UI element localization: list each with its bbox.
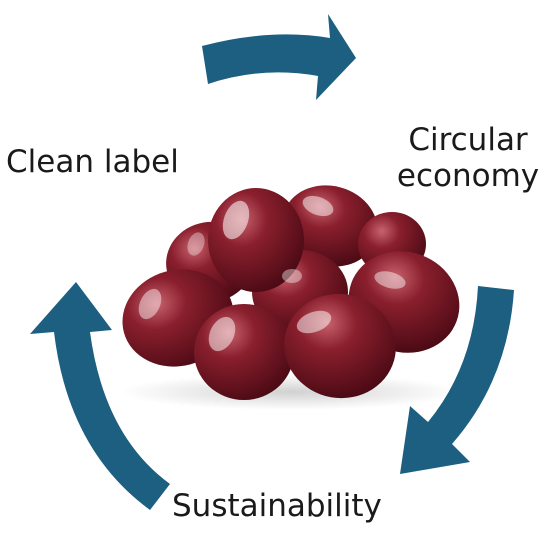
olive-highlight — [296, 310, 332, 334]
olive-shadow — [120, 374, 460, 410]
olive-highlight — [374, 271, 406, 289]
left-cycle-arrow-icon — [30, 282, 170, 510]
sustainability-text: Sustainability — [172, 488, 382, 524]
olive-highlight — [282, 269, 302, 283]
circular-economy-line-2: economy — [396, 158, 540, 194]
olive-highlight — [187, 232, 205, 256]
olive-highlight — [208, 316, 236, 352]
olive-highlight — [138, 288, 162, 320]
clean-label-text: Clean label — [6, 144, 179, 180]
olive — [194, 304, 294, 400]
circular-economy-text: Circular economy — [388, 122, 548, 194]
circular-economy-line-1: Circular — [408, 122, 528, 158]
top-cycle-arrow-icon — [202, 14, 356, 100]
olive-highlight — [302, 195, 334, 217]
right-cycle-arrow-icon — [400, 286, 514, 474]
olive-highlight — [222, 200, 250, 240]
olives-image — [120, 185, 460, 410]
